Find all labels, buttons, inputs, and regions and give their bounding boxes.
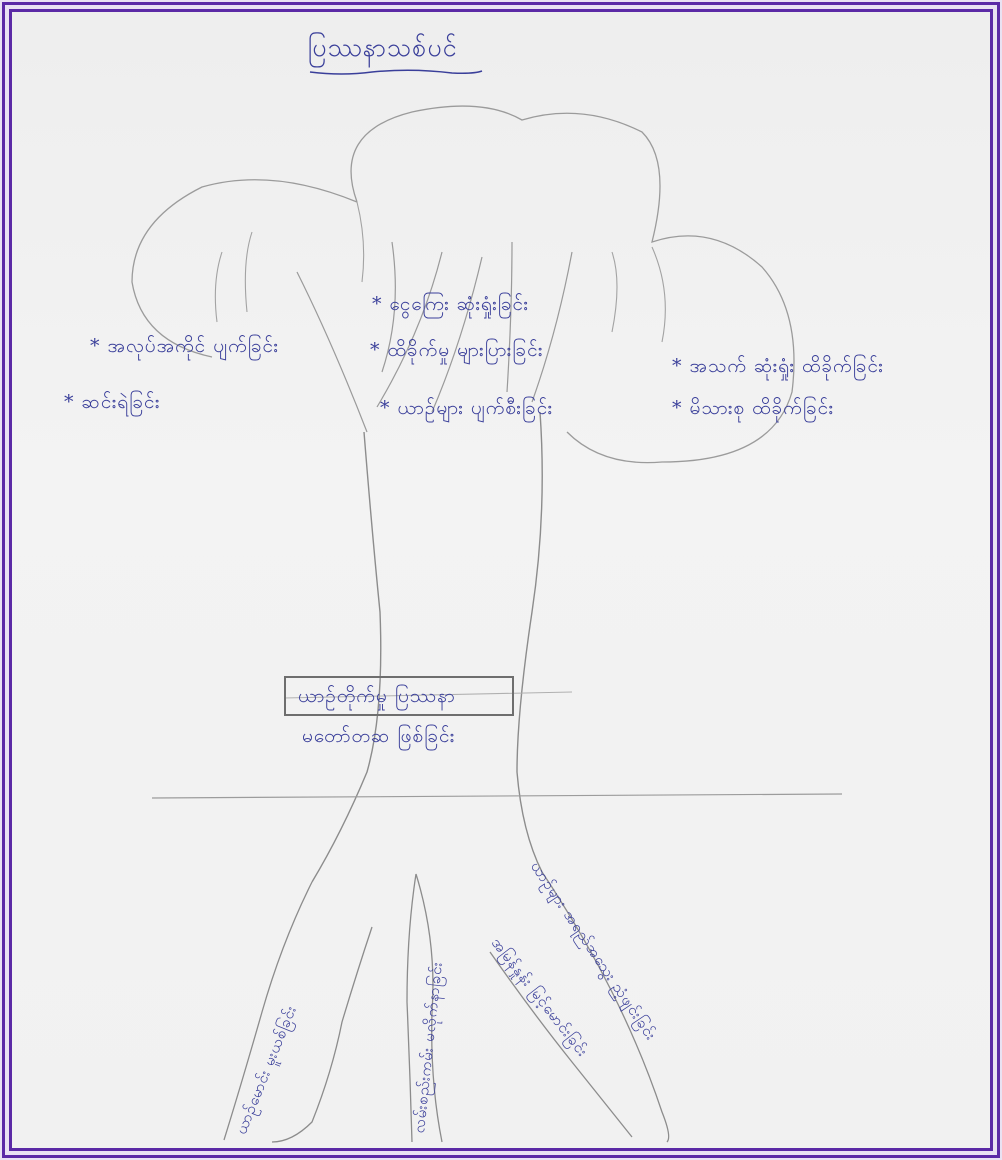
root-right-inner	[489, 951, 633, 1138]
core-problem-label: ယာဉ်တိုက်မှု ပြဿနာ	[298, 685, 456, 707]
tree-trunk-right	[516, 411, 543, 873]
leaf-text-right-1: * အသက် ဆုံးရှုံး ထိခိုက်ခြင်း	[672, 355, 884, 377]
root-left-outer	[223, 881, 313, 1141]
root-left-inner	[271, 926, 373, 1143]
root-middle	[406, 873, 443, 1143]
tree-title: ပြဿနာသစ်ပင်	[308, 33, 458, 62]
leaf-text-center-1: * ငွေကြေး ဆုံးရှုံးခြင်း	[372, 293, 529, 315]
title-underline	[309, 69, 483, 75]
paper-sheet: ပြဿနာသစ်ပင် * အလုပ်အကိုင် ပျက်ခြင်း * ဆင…	[12, 12, 990, 1148]
leaf-text-center-2: * ထိခိုက်မှု များပြားခြင်း	[370, 339, 544, 361]
leaf-text-left-2: * ဆင်းရဲခြင်း	[64, 391, 161, 413]
tree-branches	[296, 241, 573, 433]
box-guideline	[283, 691, 573, 699]
leaf-text-right-2: * မိသားစု ထိခိုက်ခြင်း	[672, 397, 835, 419]
leaf-text-center-3: * ယာဉ်များ ပျက်စီးခြင်း	[380, 397, 554, 419]
core-problem-box	[284, 676, 514, 716]
root-right-outer	[541, 871, 670, 1143]
leaf-text-left-1: * အလုပ်အကိုင် ပျက်ခြင်း	[90, 335, 279, 357]
inner-border	[9, 9, 993, 1151]
canopy-inner-branches	[214, 201, 666, 343]
ground-line	[151, 793, 843, 799]
tree-canopy	[131, 105, 795, 464]
problem-tree-sketch	[131, 69, 843, 1143]
tree-trunk-left	[311, 431, 382, 883]
core-problem-sublabel: မတော်တဆ ဖြစ်ခြင်း	[302, 725, 456, 747]
